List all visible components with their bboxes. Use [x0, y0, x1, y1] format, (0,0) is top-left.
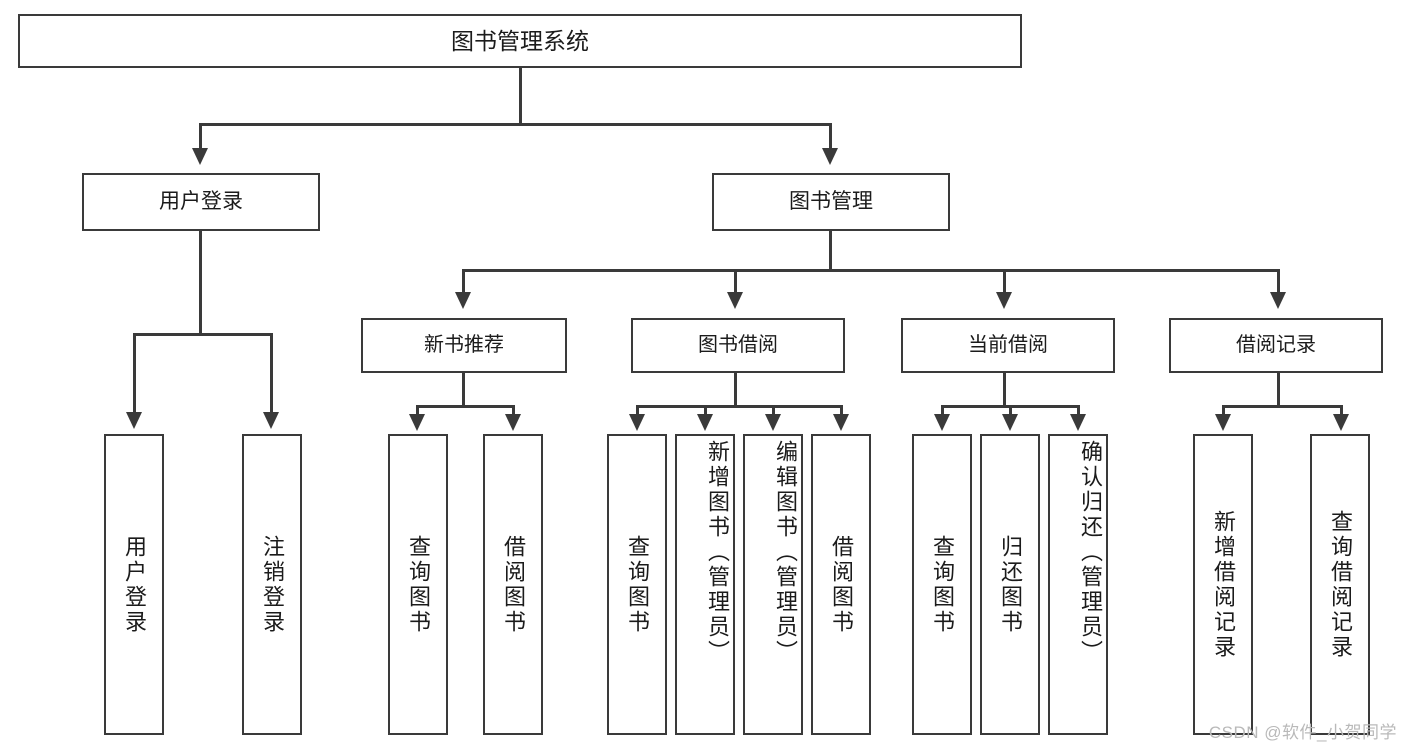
- node-label: 图书借阅: [698, 334, 778, 356]
- node-label: 借阅记录: [1236, 334, 1316, 356]
- arrow-to-leaf-borrow-book-1: [505, 414, 521, 431]
- arrow-to-borrow-record: [1270, 292, 1286, 309]
- node-label: 图书管理系统: [451, 27, 589, 54]
- connector-bookmanage-bar: [462, 269, 1280, 272]
- arrow-to-leaf-return-book: [1002, 414, 1018, 431]
- node-current-borrow[interactable]: 当前借阅: [901, 318, 1115, 373]
- leaf-label: 新增借阅记录: [1211, 509, 1236, 660]
- node-book-manage[interactable]: 图书管理: [712, 173, 950, 231]
- node-label: 当前借阅: [968, 334, 1048, 356]
- leaf-add-book-admin[interactable]: 新增图书（管理员）: [675, 434, 735, 735]
- connector-borrowrecord-drop-2: [1340, 405, 1343, 417]
- arrow-to-leaf-edit-book: [765, 414, 781, 431]
- connector-currentborrow-drop-3: [1077, 405, 1080, 417]
- node-label: 图书管理: [789, 189, 873, 213]
- connector-bookborrow-drop-3: [772, 405, 775, 417]
- leaf-label: 用户登录: [122, 534, 147, 635]
- connector-bookborrow-drop-2: [704, 405, 707, 417]
- connector-root-drop-1: [199, 123, 202, 152]
- leaf-label: 查询借阅记录: [1328, 509, 1353, 660]
- arrow-to-current-borrow: [996, 292, 1012, 309]
- connector-bookmanage-drop-1: [462, 269, 465, 296]
- connector-userlogin-stem: [199, 231, 202, 335]
- leaf-label: 查询图书: [625, 534, 650, 635]
- connector-recommend-bar: [416, 405, 515, 408]
- leaf-label: 借阅图书: [501, 534, 526, 635]
- leaf-label: 借阅图书: [829, 534, 854, 635]
- arrow-to-leaf-add-book: [697, 414, 713, 431]
- connector-userlogin-drop-2: [270, 333, 273, 415]
- arrow-to-leaf-query-book-2: [629, 414, 645, 431]
- leaf-label: 查询图书: [930, 534, 955, 635]
- connector-root-drop-2: [829, 123, 832, 152]
- leaf-user-login[interactable]: 用户登录: [104, 434, 164, 735]
- connector-currentborrow-drop-2: [1009, 405, 1012, 417]
- connector-borrowrecord-drop-1: [1222, 405, 1225, 417]
- arrow-to-leaf-user-login: [126, 412, 142, 429]
- leaf-label: 确认归还（管理员）: [1078, 440, 1103, 665]
- leaf-add-borrow-record[interactable]: 新增借阅记录: [1193, 434, 1253, 735]
- connector-root-stem: [519, 68, 522, 125]
- arrow-to-leaf-logout: [263, 412, 279, 429]
- connector-recommend-stem: [462, 373, 465, 407]
- connector-currentborrow-stem: [1003, 373, 1006, 407]
- arrow-to-book-manage: [822, 148, 838, 165]
- arrow-to-leaf-confirm-return: [1070, 414, 1086, 431]
- leaf-query-book-current[interactable]: 查询图书: [912, 434, 972, 735]
- connector-bookmanage-stem: [829, 231, 832, 271]
- connector-bookborrow-drop-4: [840, 405, 843, 417]
- arrow-to-user-login: [192, 148, 208, 165]
- connector-recommend-drop-2: [512, 405, 515, 417]
- leaf-borrow-book-recommend[interactable]: 借阅图书: [483, 434, 543, 735]
- connector-recommend-drop-1: [416, 405, 419, 417]
- leaf-label: 新增图书（管理员）: [705, 440, 730, 665]
- leaf-return-book[interactable]: 归还图书: [980, 434, 1040, 735]
- node-borrow-record[interactable]: 借阅记录: [1169, 318, 1383, 373]
- arrow-to-leaf-query-book-3: [934, 414, 950, 431]
- connector-userlogin-bar: [133, 333, 272, 336]
- leaf-confirm-return-admin[interactable]: 确认归还（管理员）: [1048, 434, 1108, 735]
- leaf-query-borrow-record[interactable]: 查询借阅记录: [1310, 434, 1370, 735]
- connector-bookmanage-drop-2: [734, 269, 737, 296]
- connector-bookmanage-drop-3: [1003, 269, 1006, 296]
- node-root-system[interactable]: 图书管理系统: [18, 14, 1022, 68]
- leaf-query-book-borrow[interactable]: 查询图书: [607, 434, 667, 735]
- connector-root-bar: [199, 123, 831, 126]
- node-label: 用户登录: [159, 189, 243, 213]
- node-book-borrow[interactable]: 图书借阅: [631, 318, 845, 373]
- node-new-book-recommend[interactable]: 新书推荐: [361, 318, 567, 373]
- connector-bookborrow-drop-1: [636, 405, 639, 417]
- connector-bookborrow-bar: [636, 405, 843, 408]
- connector-userlogin-drop-1: [133, 333, 136, 415]
- leaf-label: 注销登录: [260, 534, 285, 635]
- connector-currentborrow-drop-1: [941, 405, 944, 417]
- leaf-logout[interactable]: 注销登录: [242, 434, 302, 735]
- connector-borrowrecord-stem: [1277, 373, 1280, 407]
- leaf-label: 查询图书: [406, 534, 431, 635]
- arrow-to-leaf-borrow-book-2: [833, 414, 849, 431]
- arrow-to-leaf-query-book-1: [409, 414, 425, 431]
- arrow-to-new-book-recommend: [455, 292, 471, 309]
- arrow-to-leaf-query-record: [1333, 414, 1349, 431]
- node-label: 新书推荐: [424, 334, 504, 356]
- leaf-query-book-recommend[interactable]: 查询图书: [388, 434, 448, 735]
- leaf-label: 编辑图书（管理员）: [773, 440, 798, 665]
- arrow-to-leaf-add-record: [1215, 414, 1231, 431]
- connector-borrowrecord-bar: [1222, 405, 1342, 408]
- leaf-label: 归还图书: [998, 534, 1023, 635]
- connector-bookborrow-stem: [734, 373, 737, 407]
- connector-bookmanage-drop-4: [1277, 269, 1280, 296]
- node-user-login[interactable]: 用户登录: [82, 173, 320, 231]
- leaf-edit-book-admin[interactable]: 编辑图书（管理员）: [743, 434, 803, 735]
- arrow-to-book-borrow: [727, 292, 743, 309]
- leaf-borrow-book[interactable]: 借阅图书: [811, 434, 871, 735]
